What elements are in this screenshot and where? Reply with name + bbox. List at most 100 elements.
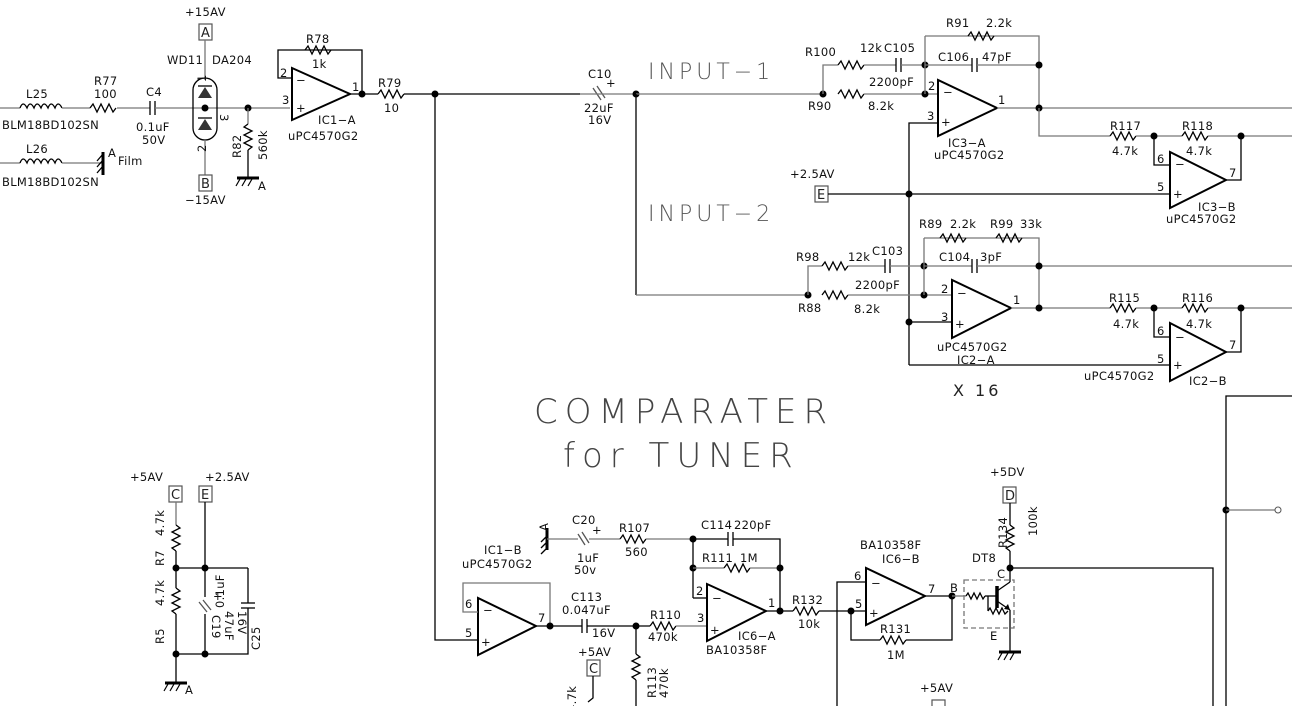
- resistor-R90: [837, 88, 865, 100]
- C20-ref: C20: [572, 513, 596, 527]
- C4-ref: C4: [146, 85, 162, 99]
- C4-voltage: 50V: [142, 133, 165, 147]
- power-tag-B-text: B: [201, 177, 210, 192]
- IC3B-ref: IC3−B: [1198, 200, 1236, 214]
- inductor-L26: [19, 158, 63, 165]
- IC2A-part: uPC4570G2: [937, 340, 1007, 354]
- C114-value: 220pF: [734, 518, 771, 532]
- power-tag-C-mid-text: C: [589, 662, 598, 677]
- R111-ref: R111: [702, 551, 733, 565]
- WD11-pin2: 2: [195, 144, 209, 152]
- resistor-R91: [967, 30, 995, 42]
- IC1A-plus: +: [296, 101, 306, 115]
- IC6A-part: BA10358F: [706, 643, 767, 657]
- IC2B-pin-inv: 6: [1157, 324, 1165, 338]
- gnd-A-R82: A: [258, 179, 266, 193]
- R79-value: 10: [384, 101, 399, 115]
- IC1A-ref: IC1−A: [318, 113, 356, 127]
- R78-value: 1k: [312, 57, 327, 71]
- IC2B-ref: IC2−B: [1189, 374, 1227, 388]
- R134-value: 100k: [1026, 506, 1040, 536]
- R113-ref: R113: [645, 667, 659, 698]
- R7-value: 4.7k: [153, 510, 167, 536]
- p5av-mid-label: +5AV: [578, 645, 611, 659]
- resistor-R110: [649, 620, 677, 632]
- resistor-R77: [89, 102, 117, 114]
- C113-value: 0.047uF: [562, 603, 611, 617]
- R79-ref: R79: [378, 76, 402, 90]
- resistor-R82: [242, 123, 254, 151]
- p15av-label: +15AV: [185, 5, 226, 19]
- IC2B-pin-noninv: 5: [1157, 352, 1165, 366]
- C106-value: 47pF: [982, 50, 1012, 64]
- opamp-IC3B: [1169, 150, 1229, 210]
- IC1B-minus: −: [483, 603, 493, 617]
- R90-ref: R90: [808, 99, 832, 113]
- resistor-R113: [630, 653, 642, 681]
- IC3B-pin-out: 7: [1229, 166, 1237, 180]
- R7-ref: R7: [153, 550, 167, 566]
- R5-value: 4.7k: [153, 580, 167, 606]
- IC6B-pin-out: 7: [928, 582, 936, 596]
- input1-heading: INPUT−1: [648, 60, 774, 85]
- R131-ref: R131: [880, 622, 911, 636]
- p5av-bottom-label: +5AV: [920, 681, 953, 695]
- comparator-heading-line1: COMPARATER: [534, 392, 834, 432]
- L25-value: BLM18BD102SN: [2, 118, 99, 132]
- C20-plus: +: [592, 523, 602, 537]
- R99-value: 33k: [1020, 217, 1042, 231]
- L26-ref: L26: [26, 142, 48, 156]
- IC6A-pin-out: 1: [768, 596, 776, 610]
- IC1B-part: uPC4570G2: [462, 557, 532, 571]
- C113-ref: C113: [571, 590, 602, 604]
- R111-value: 1M: [740, 551, 758, 565]
- gnd-A-C20: A: [537, 523, 551, 531]
- IC3A-pin-out: 1: [998, 93, 1006, 107]
- R77-value: 100: [94, 87, 117, 101]
- R88-value: 8.2k: [854, 302, 880, 316]
- IC3B-pin-noninv: 5: [1157, 180, 1165, 194]
- R91-value: 2.2k: [986, 16, 1012, 30]
- IC6B-ref: IC6−B: [882, 552, 920, 566]
- WD11-part: DA204: [212, 53, 252, 67]
- power-tag-E-left-text: E: [201, 488, 209, 503]
- resistor-R134: [1004, 524, 1016, 552]
- p25av-top-label: +2.5AV: [790, 167, 835, 181]
- C25-value: 0.1uF: [213, 574, 227, 608]
- R98-ref: R98: [796, 250, 820, 264]
- IC3A-pin-noninv: 3: [927, 109, 935, 123]
- IC3B-minus: −: [1175, 157, 1185, 171]
- R78-ref: R78: [306, 32, 330, 46]
- R77-ref: R77: [94, 74, 118, 88]
- R115-ref: R115: [1109, 291, 1140, 305]
- R134-ref: R134: [996, 517, 1010, 548]
- opamp-IC3A: [937, 78, 1000, 138]
- IC3A-plus: +: [941, 115, 951, 129]
- R132-ref: R132: [792, 593, 823, 607]
- R90-value: 8.2k: [868, 99, 894, 113]
- resistor-R116: [1181, 302, 1209, 314]
- resistor-R117: [1109, 130, 1137, 142]
- IC6B-plus: +: [869, 606, 879, 620]
- C105-ref: C105: [884, 41, 915, 55]
- IC2B-pin-out: 7: [1229, 338, 1237, 352]
- C10-ref: C10: [588, 67, 612, 81]
- resistor-R98: [821, 260, 849, 272]
- opamp-IC2B: [1169, 321, 1229, 383]
- power-tag-D-text: D: [1005, 489, 1015, 504]
- IC2B-minus: −: [1175, 330, 1185, 344]
- resistor-R7: [170, 524, 182, 552]
- IC2B-part: uPC4570G2: [1084, 369, 1154, 383]
- resistor-R99: [995, 232, 1023, 244]
- R118-value: 4.7k: [1186, 144, 1212, 158]
- partial-4-7k-label: 4.7k: [565, 686, 579, 706]
- resistor-R78: [304, 44, 332, 56]
- resistor-R118: [1181, 130, 1209, 142]
- DT8-pin-E: E: [990, 629, 998, 643]
- IC3B-part: uPC4570G2: [1166, 212, 1236, 226]
- IC6B-pin-noninv: 5: [855, 597, 863, 611]
- R117-ref: R117: [1110, 119, 1141, 133]
- IC1A-pin-noninv: 3: [282, 93, 290, 107]
- resistor-R115: [1109, 302, 1137, 314]
- resistor-R88: [821, 289, 849, 301]
